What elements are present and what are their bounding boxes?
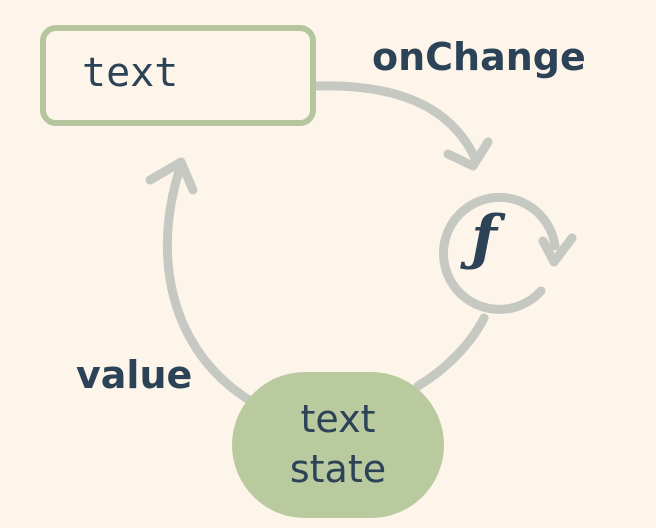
onchange-label: onChange (372, 35, 586, 79)
value-arrowhead (145, 157, 198, 195)
function-icon: ƒ (471, 203, 497, 273)
onchange-arrowhead (443, 137, 493, 171)
value-arrow (162, 163, 261, 409)
function-to-state-connector (413, 313, 489, 391)
function-cycle-arrowhead (538, 233, 577, 267)
text-state-node: text state (232, 372, 444, 518)
onchange-arrow (313, 81, 480, 163)
value-label: value (76, 353, 193, 397)
text-input-box: text (40, 25, 316, 126)
state-label-line1: text (300, 397, 376, 441)
state-label-line2: state (289, 447, 387, 491)
function-cycle-arrow (439, 192, 560, 314)
input-text-value: text (82, 50, 179, 96)
